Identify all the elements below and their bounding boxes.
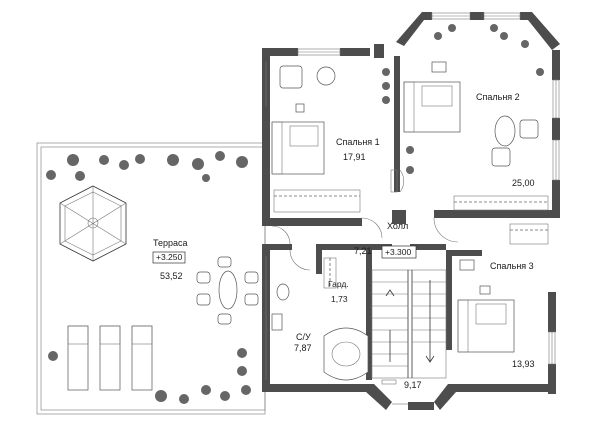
bedroom-2-area: 25,00 — [512, 178, 535, 188]
sun-loungers — [67, 325, 153, 391]
bedroom-3-name: Спальня 3 — [490, 261, 534, 271]
windows — [265, 12, 560, 405]
gazebo — [59, 185, 127, 262]
wardrobe: Гард. 1,73 — [323, 257, 349, 304]
hall-area: 7,21 — [354, 246, 372, 256]
staircase: 9,17 — [371, 269, 447, 390]
bedroom-1: Спальня 1 17,91 — [271, 65, 380, 213]
bathroom-name: С/У — [296, 332, 311, 342]
hall: Холл 7,21 +3.300 — [271, 217, 459, 259]
bathroom-area: 7,87 — [294, 343, 312, 353]
terrace-area: Терраса +3.250 53,52 — [36, 142, 266, 415]
bedroom-2: Спальня 2 25,00 — [382, 24, 549, 211]
bedroom-3: Спальня 3 13,93 — [457, 223, 549, 369]
bedroom-1-area: 17,91 — [343, 152, 366, 162]
stair-area: 9,17 — [404, 380, 422, 390]
terrace-dining-set — [196, 256, 259, 325]
wardrobe-area: 1,73 — [331, 294, 348, 304]
doors — [381, 169, 404, 385]
terrace-level: +3.250 — [156, 252, 183, 262]
terrace-plants — [46, 151, 251, 404]
terrace-area-value: 53,52 — [160, 271, 183, 281]
bathroom: С/У 7,87 — [271, 249, 369, 381]
bedroom-3-area: 13,93 — [512, 359, 535, 369]
hall-name: Холл — [387, 221, 408, 231]
bedroom-1-name: Спальня 1 — [336, 137, 380, 147]
hall-level: +3.300 — [385, 247, 412, 257]
terrace-name: Терраса — [153, 238, 188, 248]
wardrobe-name: Гард. — [328, 279, 349, 289]
bedroom-2-name: Спальня 2 — [476, 92, 520, 102]
